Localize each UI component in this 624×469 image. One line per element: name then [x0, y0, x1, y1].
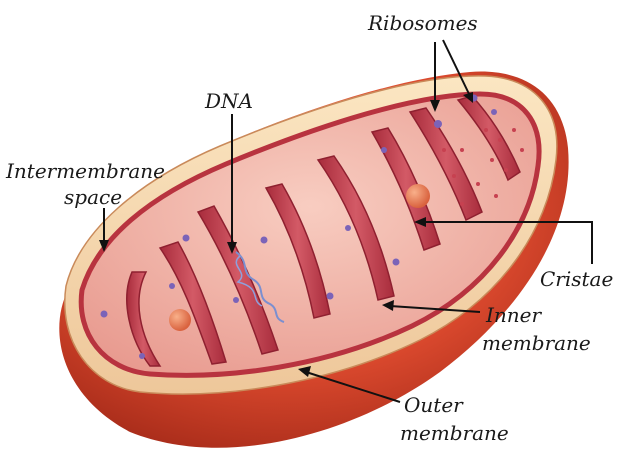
ribosomes-label: Ribosomes — [367, 11, 478, 35]
outer-membrane-label-line2: membrane — [400, 421, 509, 445]
inner-membrane-label-line2: membrane — [482, 331, 591, 355]
inner-membrane-label-line1: Inner — [485, 303, 542, 327]
dna-label: DNA — [204, 89, 253, 113]
intermembrane-label-line1: Intermembrane — [5, 159, 165, 183]
matrix-granule-large — [406, 184, 430, 208]
matrix-granule-small — [169, 309, 191, 331]
outer-membrane-label-line1: Outer — [404, 393, 464, 417]
intermembrane-label-line2: space — [64, 185, 122, 209]
cristae-label: Cristae — [540, 267, 613, 291]
